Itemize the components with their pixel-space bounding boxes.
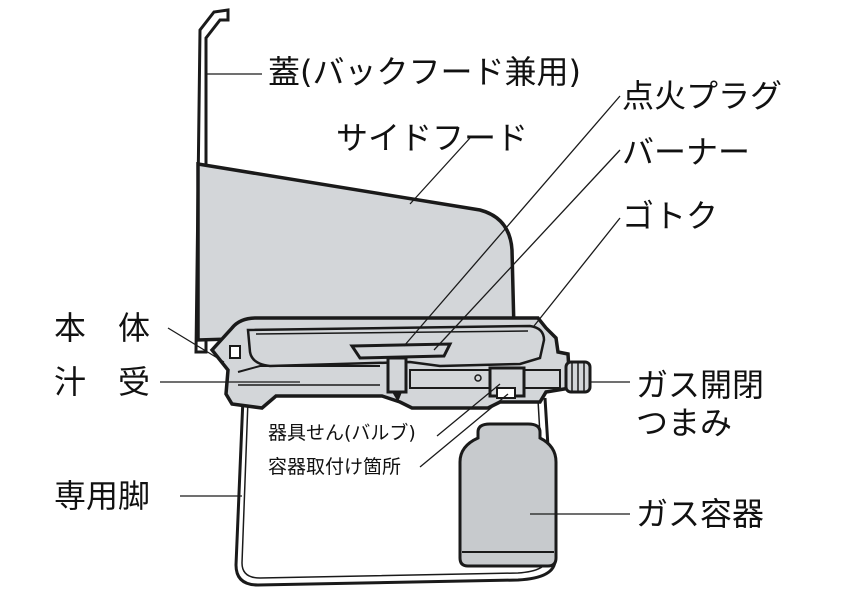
label-trivet: ゴトク [622,197,719,235]
label-drip-tray: 汁 受 [54,363,151,401]
label-gas-canister: ガス容器 [636,495,765,533]
label-container-mount: 容器取付け箇所 [268,456,402,478]
label-lid: 蓋(バックフード兼用) [268,53,581,91]
side-hood-shape [196,161,516,342]
label-burner: バーナー [622,133,751,171]
gas-canister-shape [458,422,558,568]
label-side-hood: サイドフード [336,119,529,157]
label-stand: 専用脚 [54,477,151,515]
label-valve: 器具せん(バルブ) [268,422,416,444]
label-igniter-plug: 点火プラグ [622,77,783,115]
body-shape [209,316,592,410]
label-body: 本 体 [54,309,151,347]
leader-lines [160,73,630,515]
label-gas-knob: ガス開閉 つまみ [636,366,765,443]
